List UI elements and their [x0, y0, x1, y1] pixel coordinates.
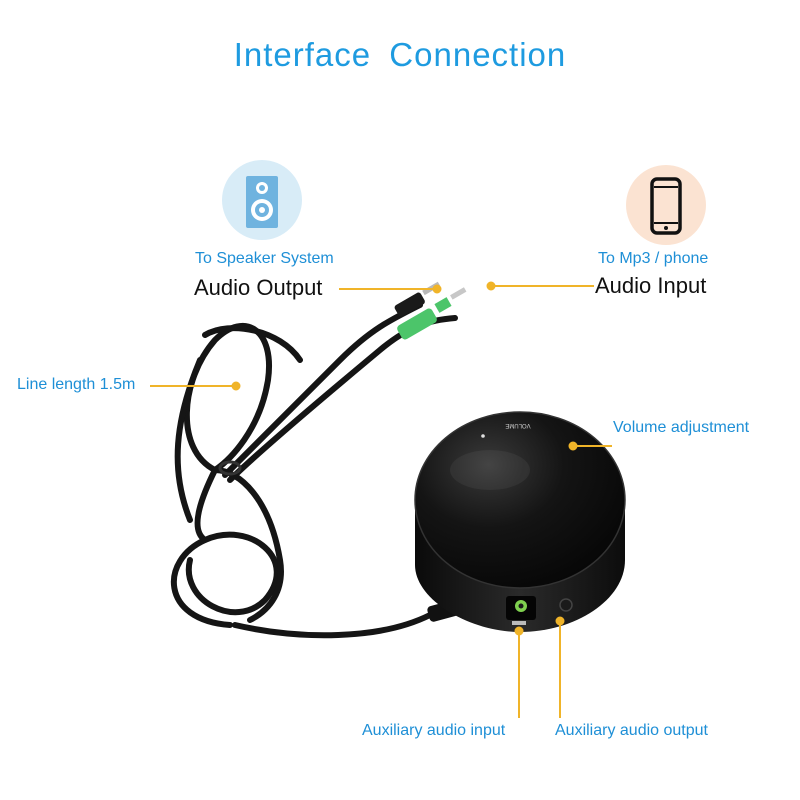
input-sub-label: To Mp3 / phone: [598, 250, 709, 267]
input-main-label: Audio Input: [595, 273, 707, 298]
aux-input-label: Auxiliary audio input: [362, 722, 506, 739]
phone-icon-badge: [626, 165, 706, 245]
volume-label: Volume adjustment: [613, 419, 750, 436]
volume-control-device: VOLUME: [414, 411, 626, 632]
aux-output-label: Auxiliary audio output: [555, 722, 708, 739]
output-main-label: Audio Output: [194, 275, 323, 300]
page-title: Interface Connection: [233, 36, 567, 73]
phone-icon: [650, 177, 682, 235]
leader-lines: [150, 281, 612, 718]
device-volume-text: VOLUME: [505, 422, 530, 428]
cable-tie: [218, 460, 242, 476]
line-length-label: Line length 1.5m: [17, 376, 136, 393]
green-plug: [397, 287, 467, 340]
aux-output-port[interactable]: [559, 598, 573, 612]
cable-coil: [170, 302, 458, 639]
speaker-icon: [246, 176, 278, 228]
output-sub-label: To Speaker System: [195, 250, 334, 267]
speaker-icon-badge: [222, 160, 302, 240]
